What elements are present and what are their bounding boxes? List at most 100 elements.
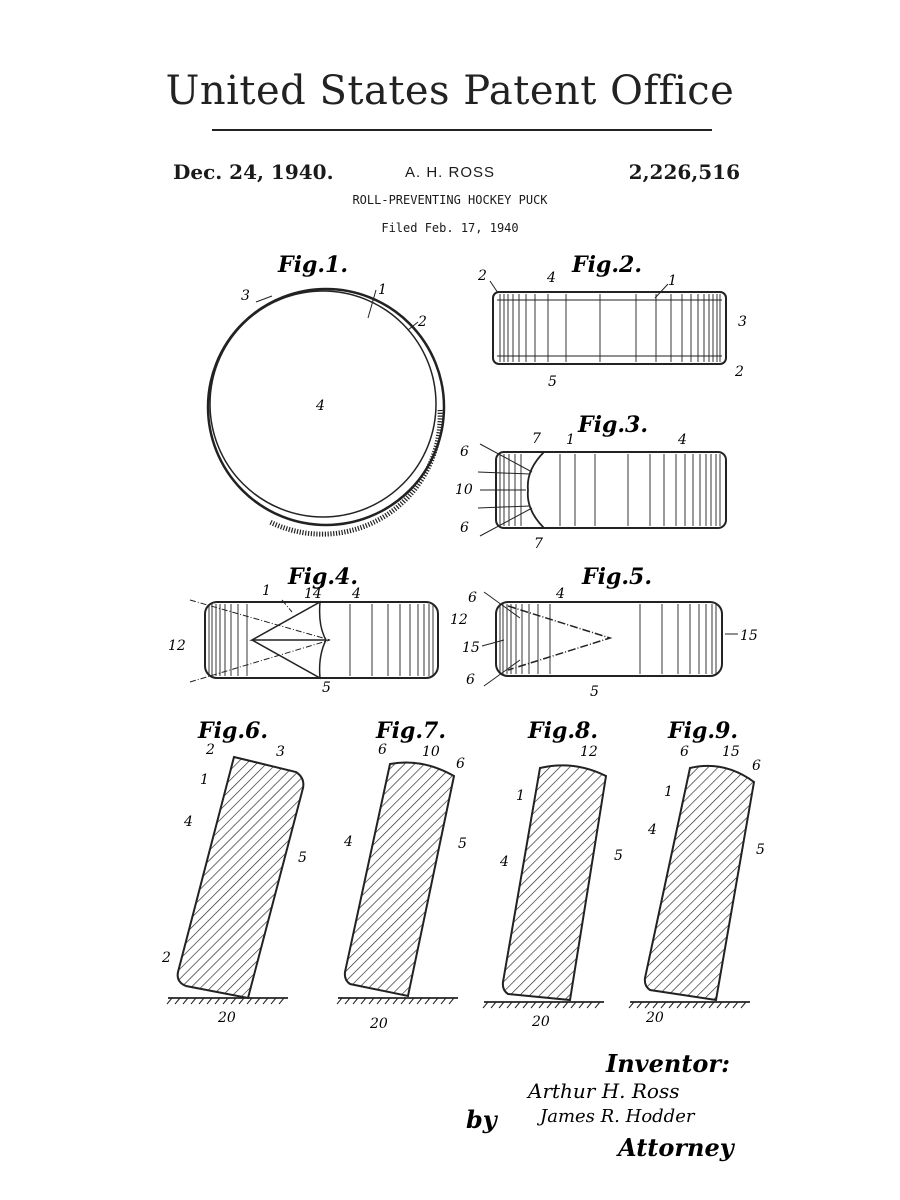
ref-numeral: 5 <box>756 842 765 858</box>
figure-9: Fig.9. 6 15 6 1 4 5 20 <box>628 718 765 1026</box>
ref-numeral: 7 <box>534 536 543 552</box>
figure-7-label: Fig.7. <box>375 718 446 744</box>
conical-recess <box>249 600 328 641</box>
ref-numeral: 4 <box>351 586 361 602</box>
ref-numeral: 12 <box>580 744 598 760</box>
knurl-shading <box>499 294 721 362</box>
ref-numeral: 2 <box>477 268 487 284</box>
inventor-heading: Inventor: <box>605 1049 730 1078</box>
ref-numeral: 1 <box>200 772 209 788</box>
leader-lines <box>481 591 738 687</box>
ref-numeral: 4 <box>499 854 509 870</box>
figure-5: Fig.5. 6 4 15 15 6 5 <box>462 564 758 700</box>
figure-2-label: Fig.2. <box>571 252 642 278</box>
puck-side-body <box>495 451 727 529</box>
knurled-edge <box>268 409 443 537</box>
ref-numeral: 15 <box>740 628 758 644</box>
ref-numeral: 12 <box>450 612 468 628</box>
ref-numeral: 4 <box>315 398 325 414</box>
figure-1-label: Fig.1. <box>277 252 348 278</box>
leader-line <box>654 283 669 299</box>
ref-numeral: 6 <box>466 672 475 688</box>
ref-numeral: 5 <box>590 684 599 700</box>
tilted-puck-section <box>643 764 756 1002</box>
tilted-puck-section <box>501 764 608 1002</box>
ref-numeral: 6 <box>456 756 465 772</box>
figure-6: Fig.6. 2 3 1 4 5 2 20 <box>161 718 307 1026</box>
recess-curve <box>526 451 545 529</box>
leader-line <box>255 295 273 303</box>
ref-numeral: 5 <box>614 848 623 864</box>
filed-date: Filed Feb. 17, 1940 <box>381 221 519 235</box>
conical-recess <box>507 605 613 671</box>
puck-outer-rim <box>206 287 446 527</box>
ref-numeral: 1 <box>378 282 387 298</box>
patent-title: ROLL-PREVENTING HOCKEY PUCK <box>352 193 548 207</box>
figure-3-label: Fig.3. <box>577 412 648 438</box>
ref-numeral: 20 <box>645 1010 664 1026</box>
ref-numeral: 3 <box>738 314 747 330</box>
ref-numeral: 4 <box>555 586 565 602</box>
ref-numeral: 10 <box>455 482 473 498</box>
figure-3: Fig.3. 7 1 4 6 10 6 7 <box>455 412 727 552</box>
ref-numeral: 6 <box>468 590 477 606</box>
figure-5-label: Fig.5. <box>581 564 652 590</box>
ref-numeral: 2 <box>161 950 171 966</box>
ref-numeral: 1 <box>566 432 575 448</box>
ref-numeral: 6 <box>460 444 469 460</box>
ref-numeral: 6 <box>378 742 387 758</box>
ground-hatching <box>336 997 455 1005</box>
ref-numeral: 5 <box>548 374 557 390</box>
by-label: by <box>466 1105 499 1134</box>
ref-numeral: 20 <box>369 1016 388 1032</box>
ground-hatching <box>628 1001 747 1009</box>
leader-line <box>407 321 419 331</box>
figure-1: Fig.1. 3 1 2 4 <box>206 252 446 537</box>
ref-numeral: 7 <box>532 431 541 447</box>
figure-2: Fig.2. 2 4 1 3 5 2 <box>477 252 747 390</box>
ground-hatching <box>166 997 285 1005</box>
figure-4-label: Fig.4. <box>287 564 358 590</box>
attorney-heading: Attorney <box>616 1133 736 1162</box>
ref-numeral: 1 <box>664 784 673 800</box>
ref-numeral: 1 <box>262 583 271 599</box>
figure-9-label: Fig.9. <box>667 718 738 744</box>
ref-numeral: 6 <box>680 744 689 760</box>
knurl-shading <box>208 604 434 676</box>
signature-block: Inventor: Arthur H. Ross by James R. Hod… <box>466 1049 736 1162</box>
puck-side-body <box>492 291 727 365</box>
ref-numeral: 4 <box>343 834 353 850</box>
inventor-signature: Arthur H. Ross <box>526 1079 680 1103</box>
tilted-puck-section <box>343 761 456 998</box>
tilted-puck-section <box>176 755 305 1000</box>
ref-numeral: 2 <box>417 314 427 330</box>
ref-numeral: 4 <box>677 432 687 448</box>
ground-hatching <box>482 1001 601 1009</box>
ref-numeral: 15 <box>722 744 740 760</box>
ref-numeral: 5 <box>458 836 467 852</box>
ref-numeral: 5 <box>298 850 307 866</box>
puck-side-body <box>204 601 439 679</box>
leader-line <box>489 280 499 294</box>
leader-lines <box>477 443 533 537</box>
inventor-name: A. H. ROSS <box>404 164 496 181</box>
ref-numeral: 4 <box>647 822 657 838</box>
ref-numeral: 20 <box>217 1010 236 1026</box>
ref-numeral: 6 <box>752 758 761 774</box>
ref-numeral: 2 <box>205 742 215 758</box>
office-title: United States Patent Office <box>165 68 735 114</box>
ref-numeral: 3 <box>276 744 285 760</box>
ref-numeral: 10 <box>422 744 440 760</box>
figure-8-label: Fig.8. <box>527 718 598 744</box>
ref-numeral: 20 <box>531 1014 550 1030</box>
ref-numeral: 4 <box>183 814 193 830</box>
puck-side-body <box>495 601 723 677</box>
figure-7: Fig.7. 6 10 6 4 5 20 <box>336 718 467 1032</box>
figure-4: Fig.4. 1 14 4 12 12 5 <box>168 564 468 696</box>
figure-8: Fig.8. 12 1 5 4 20 <box>482 718 623 1030</box>
attorney-signature: James R. Hodder <box>536 1106 696 1127</box>
ref-numeral: 1 <box>668 273 677 289</box>
ref-numeral: 5 <box>322 680 331 696</box>
puck-inner-face <box>209 290 437 518</box>
